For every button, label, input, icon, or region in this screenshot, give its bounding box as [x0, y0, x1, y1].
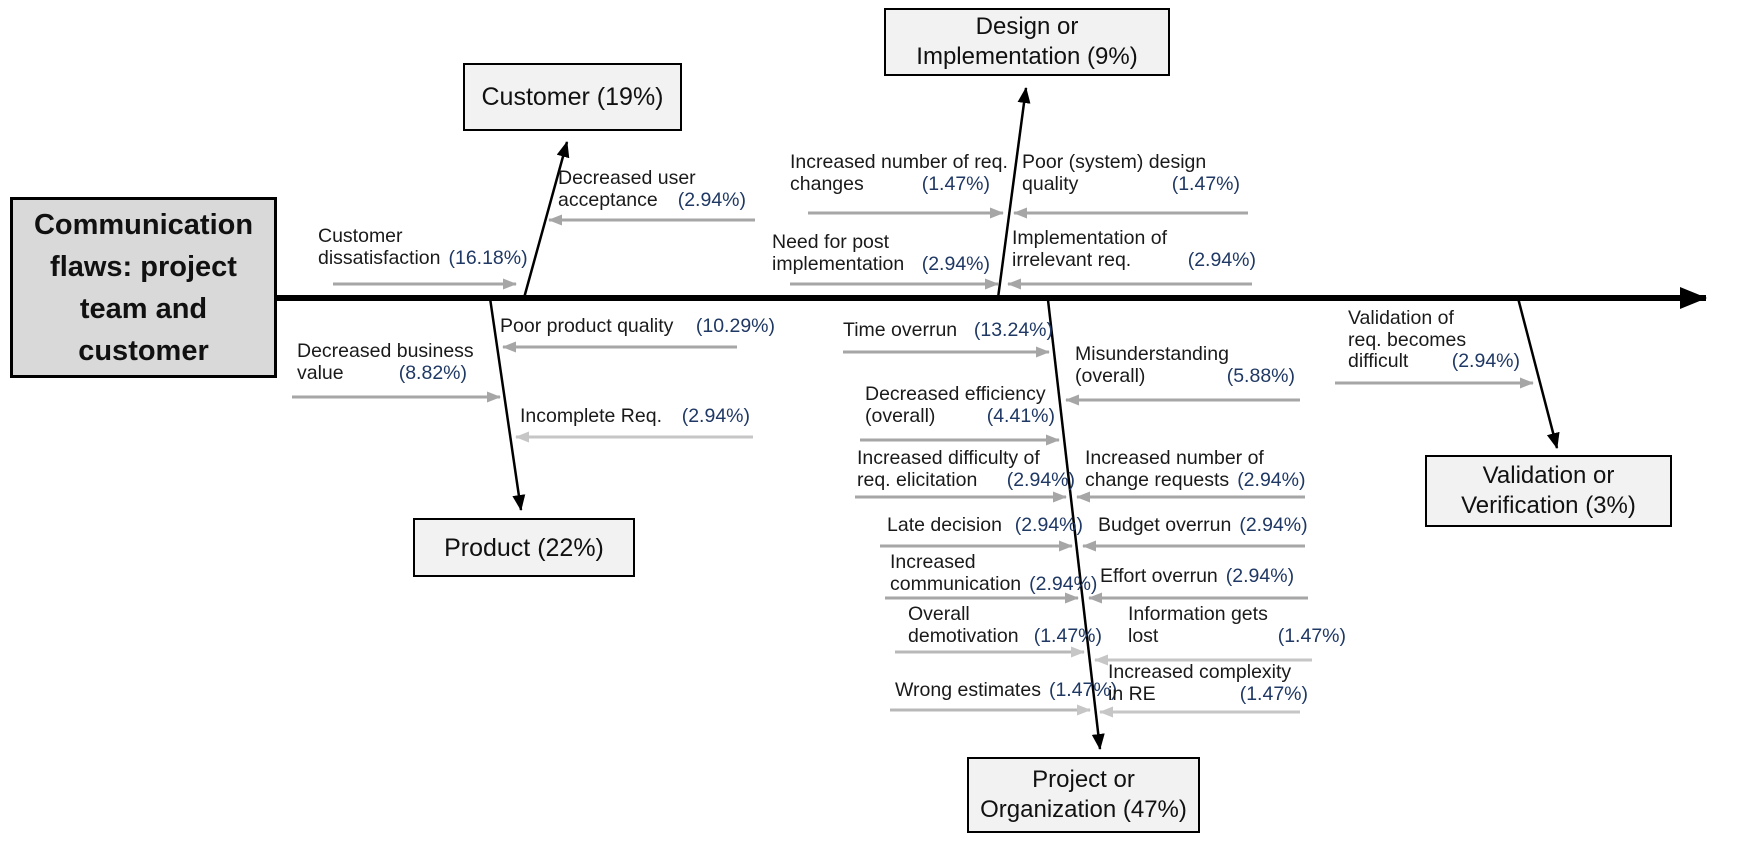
percent-value: (2.94%): [1187, 248, 1256, 271]
category-box-customer: Customer (19%): [463, 63, 682, 131]
percent-value: (1.47%): [1239, 682, 1308, 705]
percent-value: (13.24%): [973, 319, 1053, 341]
cause-information-gets-lost: Information gets lost(1.47%): [1128, 603, 1346, 647]
percent-value: (5.88%): [1226, 364, 1295, 387]
cause-increased-communication: Increased communication(2.94%): [890, 551, 1098, 595]
cause-poor-product-quality: Poor product quality(10.29%): [500, 315, 775, 337]
category-box-design-implementation: Design or Implementation (9%): [884, 8, 1170, 76]
effect-head-box: Communication flaws: project team and cu…: [10, 197, 277, 378]
cause-increased-difficulty-elicitation: Increased difficulty of req. elicitation…: [857, 447, 1075, 491]
percent-value: (2.94%): [681, 405, 750, 427]
percent-value: (10.29%): [695, 315, 775, 337]
cause-customer-dissatisfaction: Customer dissatisfaction(16.18%): [318, 225, 528, 269]
cause-wrong-estimates: Wrong estimates(1.47%): [895, 679, 1118, 701]
cause-need-for-post-implementation: Need for post implementation(2.94%): [772, 231, 990, 275]
cause-time-overrun: Time overrun(13.24%): [843, 319, 1053, 341]
category-label: Customer (19%): [481, 83, 664, 111]
percent-value: (1.47%): [921, 172, 990, 195]
head-line: team and: [79, 292, 208, 325]
cause-increased-number-change-requests: Increased number of change requests(2.94…: [1085, 447, 1306, 491]
cause-incomplete-req: Incomplete Req.(2.94%): [520, 405, 750, 427]
bone-validation-verification: [1516, 297, 1560, 449]
cause-misunderstanding-overall: Misunderstanding (overall)(5.88%): [1075, 343, 1295, 387]
cause-budget-overrun: Budget overrun(2.94%): [1098, 514, 1308, 536]
percent-value: (4.41%): [986, 404, 1055, 427]
category-label: Verification (3%): [1461, 492, 1636, 519]
bone-customer: [522, 141, 570, 299]
cause-decreased-business-value: Decreased business value(8.82%): [297, 340, 474, 384]
cause-increased-number-of-req-changes: Increased number of req. changes(1.47%): [790, 151, 1008, 195]
cause-overall-demotivation: Overall demotivation(1.47%): [908, 603, 1102, 647]
head-line: flaws: project: [50, 250, 237, 283]
percent-value: (2.94%): [1029, 572, 1098, 595]
percent-value: (1.47%): [1048, 679, 1118, 701]
bone-project-organization: [1046, 299, 1105, 750]
percent-value: (1.47%): [1033, 624, 1102, 647]
category-label: Implementation (9%): [916, 43, 1138, 70]
cause-effort-overrun: Effort overrun(2.94%): [1100, 565, 1295, 587]
head-line: customer: [78, 334, 209, 367]
cause-decreased-efficiency-overall: Decreased efficiency (overall)(4.41%): [865, 383, 1055, 427]
category-box-project-organization: Project or Organization (47%): [967, 757, 1200, 833]
percent-value: (2.94%): [1014, 514, 1083, 536]
cause-implementation-of-irrelevant-req: Implementation of irrelevant req.(2.94%): [1012, 227, 1256, 271]
percent-value: (1.47%): [1171, 172, 1240, 195]
cause-validation-req-becomes-difficult: Validation of req. becomes difficult(2.9…: [1348, 307, 1520, 372]
category-label: Organization (47%): [980, 796, 1187, 823]
cause-decreased-user-acceptance: Decreased user acceptance(2.94%): [558, 167, 746, 211]
percent-value: (2.94%): [1237, 468, 1306, 491]
bone-design-implementation: [996, 87, 1031, 299]
percent-value: (1.47%): [1277, 624, 1346, 647]
percent-value: (2.94%): [1225, 565, 1295, 587]
percent-value: (2.94%): [921, 252, 990, 275]
category-box-product: Product (22%): [413, 518, 635, 577]
cause-poor-system-design-quality: Poor (system) design quality(1.47%): [1022, 151, 1240, 195]
category-box-validation-verification: Validation or Verification (3%): [1425, 455, 1672, 527]
category-label: Design or: [975, 13, 1079, 40]
category-label: Validation or: [1482, 462, 1615, 489]
head-line: Communication: [33, 208, 254, 241]
percent-value: (2.94%): [1006, 468, 1075, 491]
percent-value: (2.94%): [1239, 514, 1308, 536]
category-label: Project or: [1032, 766, 1135, 793]
percent-value: (2.94%): [1451, 350, 1520, 372]
bone-product: [488, 297, 526, 511]
cause-late-decision: Late decision(2.94%): [887, 514, 1083, 536]
category-label: Product (22%): [444, 533, 604, 562]
percent-value: (16.18%): [448, 246, 528, 269]
percent-value: (2.94%): [677, 188, 746, 211]
cause-increased-complexity-in-re: Increased complexity in RE(1.47%): [1108, 661, 1308, 705]
percent-value: (8.82%): [398, 361, 467, 384]
